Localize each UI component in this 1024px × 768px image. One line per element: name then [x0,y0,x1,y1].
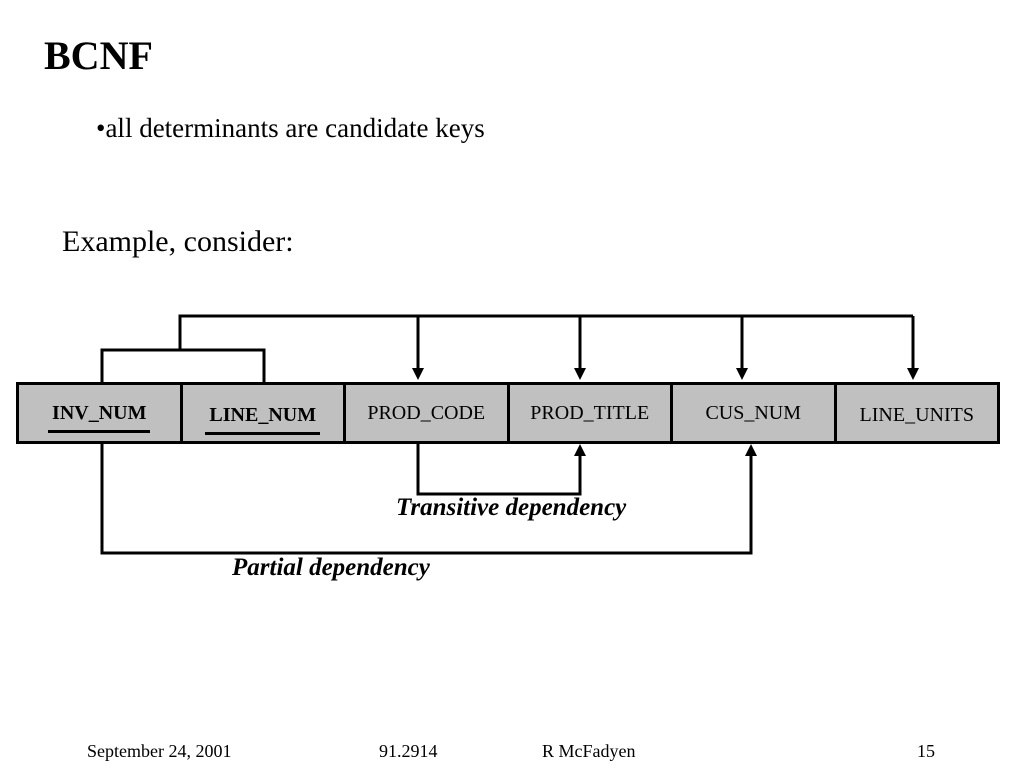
attribute-cus-num: CUS_NUM [673,382,837,444]
partial-dependency-line [100,444,753,555]
arrowhead-partial [745,444,757,456]
transitive-dependency-line [416,444,582,496]
composite-key-bracket [100,348,266,382]
attribute-prod-title: PROD_TITLE [509,382,673,444]
attribute-label: LINE_UNITS [859,404,974,426]
arrowhead-prod-code [412,368,424,380]
attribute-inv-num: INV_NUM [16,382,183,444]
footer-date: September 24, 2001 [87,741,232,761]
attribute-line-units: LINE_UNITS [836,382,1000,444]
attribute-line-num: LINE_NUM [182,382,346,444]
example-intro: Example, consider: [62,225,294,258]
partial-dependency-label: Partial dependency [232,554,430,581]
arrowhead-transitive [574,444,586,456]
footer-page-number: 15 [917,741,935,761]
footer-course: 91.2914 [379,741,438,761]
bullet-point: •all determinants are candidate keys [96,113,485,143]
arrowhead-cus-num [736,368,748,380]
footer-author: R McFadyen [542,741,636,761]
relation-table: INV_NUM LINE_NUM PROD_CODE PROD_TITLE CU… [16,382,1000,444]
transitive-dependency-label: Transitive dependency [396,494,627,521]
full-dependency-line [178,314,913,350]
attribute-label: INV_NUM [48,402,151,433]
attribute-label: PROD_CODE [367,402,486,424]
arrowhead-line-units [907,368,919,380]
attribute-label: LINE_NUM [205,404,321,435]
attribute-label: PROD_TITLE [530,402,650,424]
attribute-label: CUS_NUM [705,402,802,424]
slide-title: BCNF [44,33,153,78]
arrowhead-prod-title [574,368,586,380]
attribute-prod-code: PROD_CODE [346,382,510,444]
